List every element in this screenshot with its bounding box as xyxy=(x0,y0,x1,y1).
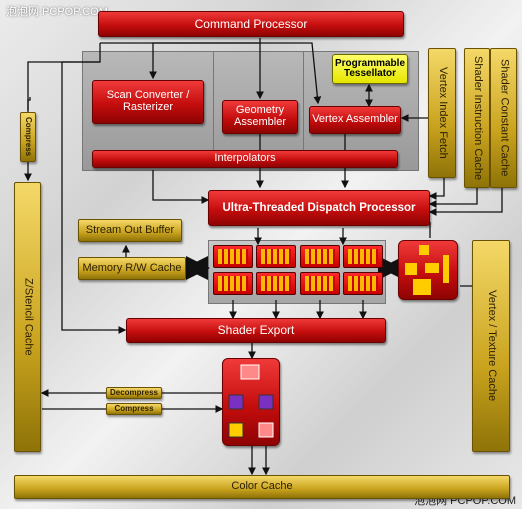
color-cache: Color Cache xyxy=(14,475,510,499)
vertex-texture-cache: Vertex / Texture Cache xyxy=(472,240,510,452)
render-backend-icon xyxy=(228,364,274,438)
frontend-divider-2 xyxy=(303,51,304,153)
frontend-divider-1 xyxy=(213,51,214,153)
simd-cell xyxy=(300,245,340,268)
zstencil-cache: Z/Stencil Cache xyxy=(14,182,41,452)
simd-cell xyxy=(343,272,383,295)
ultra-threaded-dispatch-processor: Ultra-Threaded Dispatch Processor xyxy=(208,190,430,226)
simd-cell xyxy=(213,245,253,268)
vertex-assembler: Vertex Assembler xyxy=(309,106,401,134)
simd-cell xyxy=(300,272,340,295)
simd-cell xyxy=(256,272,296,295)
simd-cell xyxy=(256,245,296,268)
shader-export: Shader Export xyxy=(126,318,386,343)
compress-label: Compress xyxy=(106,403,162,415)
memory-rw-cache: Memory R/W Cache xyxy=(78,257,186,280)
stream-out-buffer: Stream Out Buffer xyxy=(78,219,182,242)
shader-constant-cache: Shader Constant Cache xyxy=(490,48,517,188)
programmable-tessellator: Programmable Tessellator xyxy=(332,54,408,84)
watermark-top: 泡泡网 PCPOP.COM xyxy=(6,6,108,18)
texture-unit-block xyxy=(398,240,458,300)
interpolators: Interpolators xyxy=(92,150,398,168)
decompress-label: Decompress xyxy=(106,387,162,399)
render-backend-block xyxy=(222,358,280,446)
texture-unit-icon xyxy=(405,245,449,295)
compress-left: Compress xyxy=(20,112,36,162)
scan-converter-rasterizer: Scan Converter / Rasterizer xyxy=(92,80,204,124)
command-processor: Command Processor xyxy=(98,11,404,37)
shader-instruction-cache: Shader Instruction Cache xyxy=(464,48,490,188)
geometry-assembler: Geometry Assembler xyxy=(222,100,298,134)
vertex-index-fetch: Vertex Index Fetch xyxy=(428,48,456,178)
simd-cell xyxy=(343,245,383,268)
simd-cell xyxy=(213,272,253,295)
